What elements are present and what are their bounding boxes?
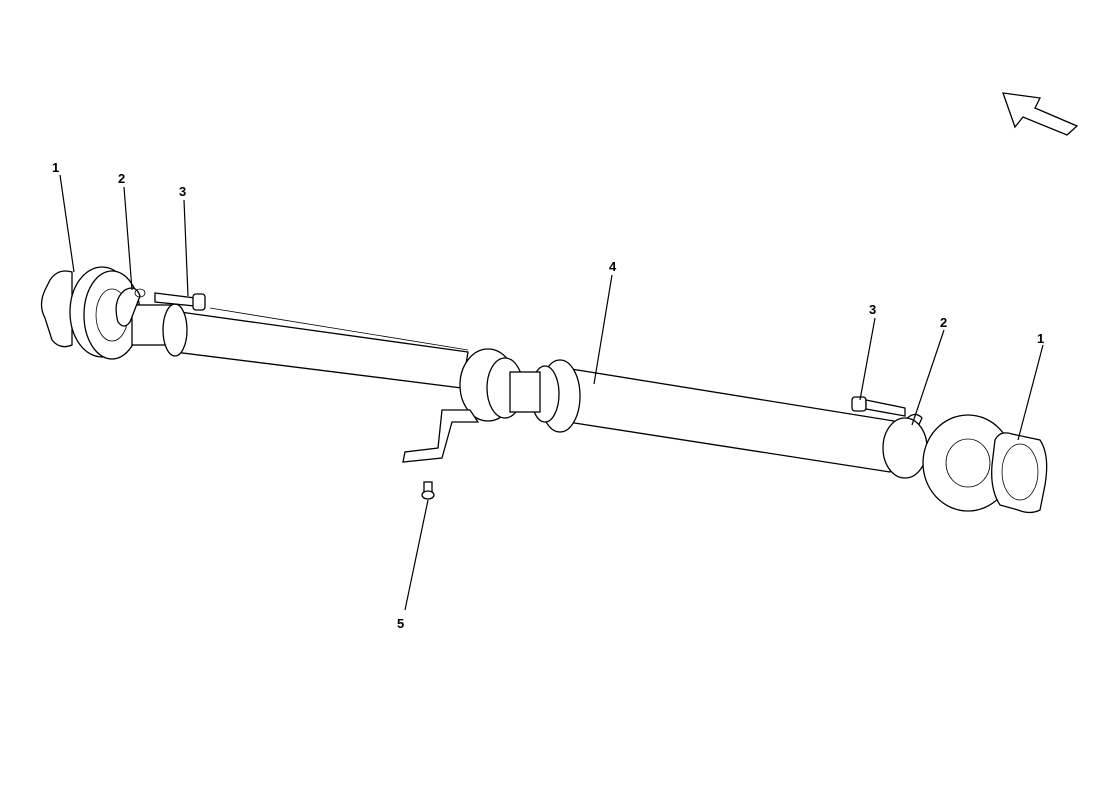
leader-lines	[59, 174, 1044, 611]
right-bolt	[851, 396, 906, 417]
bracket-screw	[421, 481, 435, 500]
left-clip	[115, 287, 146, 327]
callout-2-right: 2	[940, 315, 947, 330]
callout-1-right: 1	[1037, 331, 1044, 346]
left-bolt	[154, 292, 206, 311]
drive-shaft	[174, 307, 901, 473]
callout-2-left: 2	[118, 171, 125, 186]
direction-arrow-icon	[1002, 92, 1079, 136]
callout-4: 4	[609, 259, 617, 274]
right-flange	[882, 414, 1048, 514]
callout-5: 5	[397, 616, 404, 631]
callout-3-right: 3	[869, 302, 876, 317]
callout-3-left: 3	[179, 184, 186, 199]
callout-1-left: 1	[52, 160, 59, 175]
left-flange	[40, 266, 188, 360]
